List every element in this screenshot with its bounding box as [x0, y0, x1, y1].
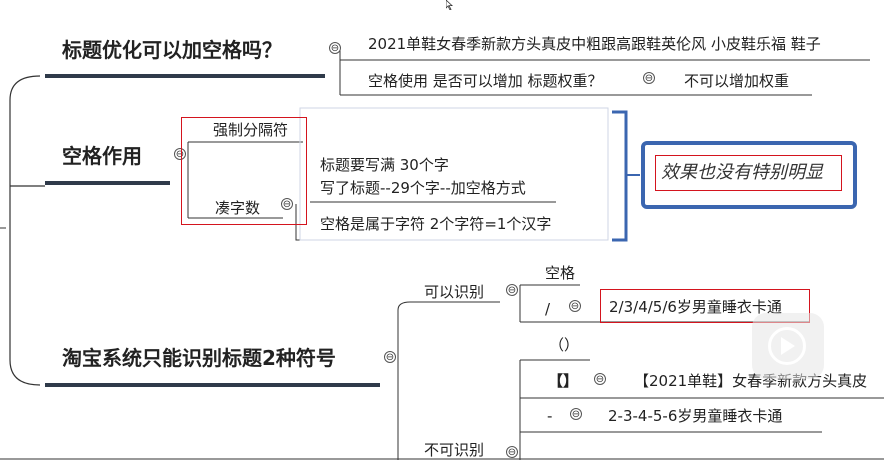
play-triangle	[781, 337, 795, 355]
slash-symbol-text[interactable]: /	[545, 300, 551, 318]
collapse-toggle-icon[interactable]: ⊖	[506, 284, 518, 296]
space-symbol-text[interactable]: 空格	[545, 264, 576, 282]
collapse-toggle-icon[interactable]: ⊖	[570, 408, 582, 420]
play-icon[interactable]	[752, 313, 824, 379]
question-text[interactable]: 空格使用 是否可以增加 标题权重？	[368, 72, 603, 90]
collapse-toggle-icon[interactable]: ⊖	[643, 72, 655, 84]
pad-line-2[interactable]: 写了标题--29个字--加空格方式	[320, 179, 526, 197]
collapse-toggle-icon[interactable]: ⊖	[569, 300, 581, 312]
dash-symbol-text[interactable]: -	[547, 407, 553, 425]
recognizable-text[interactable]: 可以识别	[424, 283, 485, 301]
pad-line-1[interactable]: 标题要写满 30个字	[320, 156, 449, 174]
topic-title-spaces-allowed[interactable]: 标题优化可以加空格吗？	[62, 38, 282, 62]
summary-text[interactable]: 效果也没有特别明显	[661, 162, 823, 183]
dash-example-text[interactable]: 2-3-4-5-6岁男童睡衣卡通	[608, 407, 783, 425]
paren-symbol-text[interactable]: （）	[549, 336, 580, 354]
slash-example-text[interactable]: 2/3/4/5/6岁男童睡衣卡通	[609, 298, 782, 316]
bracket-example-text[interactable]: 【2021单鞋】女春季新款方头真皮	[634, 372, 868, 390]
collapse-toggle-icon[interactable]: ⊖	[384, 351, 396, 363]
collapse-toggle-icon[interactable]: ⊖	[174, 148, 186, 160]
collapse-toggle-icon[interactable]: ⊖	[329, 42, 341, 54]
summary-box[interactable]	[641, 141, 857, 209]
collapse-toggle-icon[interactable]: ⊖	[506, 446, 518, 458]
highlight-box	[181, 117, 307, 225]
slash-example-highlight	[600, 289, 810, 323]
summary-highlight	[655, 155, 842, 191]
answer-text[interactable]: 不可以增加权重	[684, 72, 790, 90]
pad-words-text[interactable]: 凑字数	[215, 199, 261, 217]
play-ring	[768, 327, 806, 365]
collapse-toggle-icon[interactable]: ⊖	[281, 198, 293, 210]
example-title-text[interactable]: 2021单鞋女春季新款方头真皮中粗跟高跟鞋英伦风 小皮鞋乐福 鞋子	[368, 35, 821, 53]
collapse-toggle-icon[interactable]: ⊖	[594, 373, 606, 385]
bracket-symbol-text[interactable]: 【】	[548, 372, 579, 390]
topic-recognized-symbols[interactable]: 淘宝系统只能识别标题2种符号	[62, 346, 336, 370]
pad-line-3[interactable]: 空格是属于字符 2个字符=1个汉字	[320, 215, 552, 233]
cursor-icon	[446, 0, 454, 10]
unrecognizable-text[interactable]: 不可识别	[424, 441, 485, 459]
topic-space-function[interactable]: 空格作用	[62, 144, 142, 168]
forced-separator-text[interactable]: 强制分隔符	[213, 121, 289, 139]
